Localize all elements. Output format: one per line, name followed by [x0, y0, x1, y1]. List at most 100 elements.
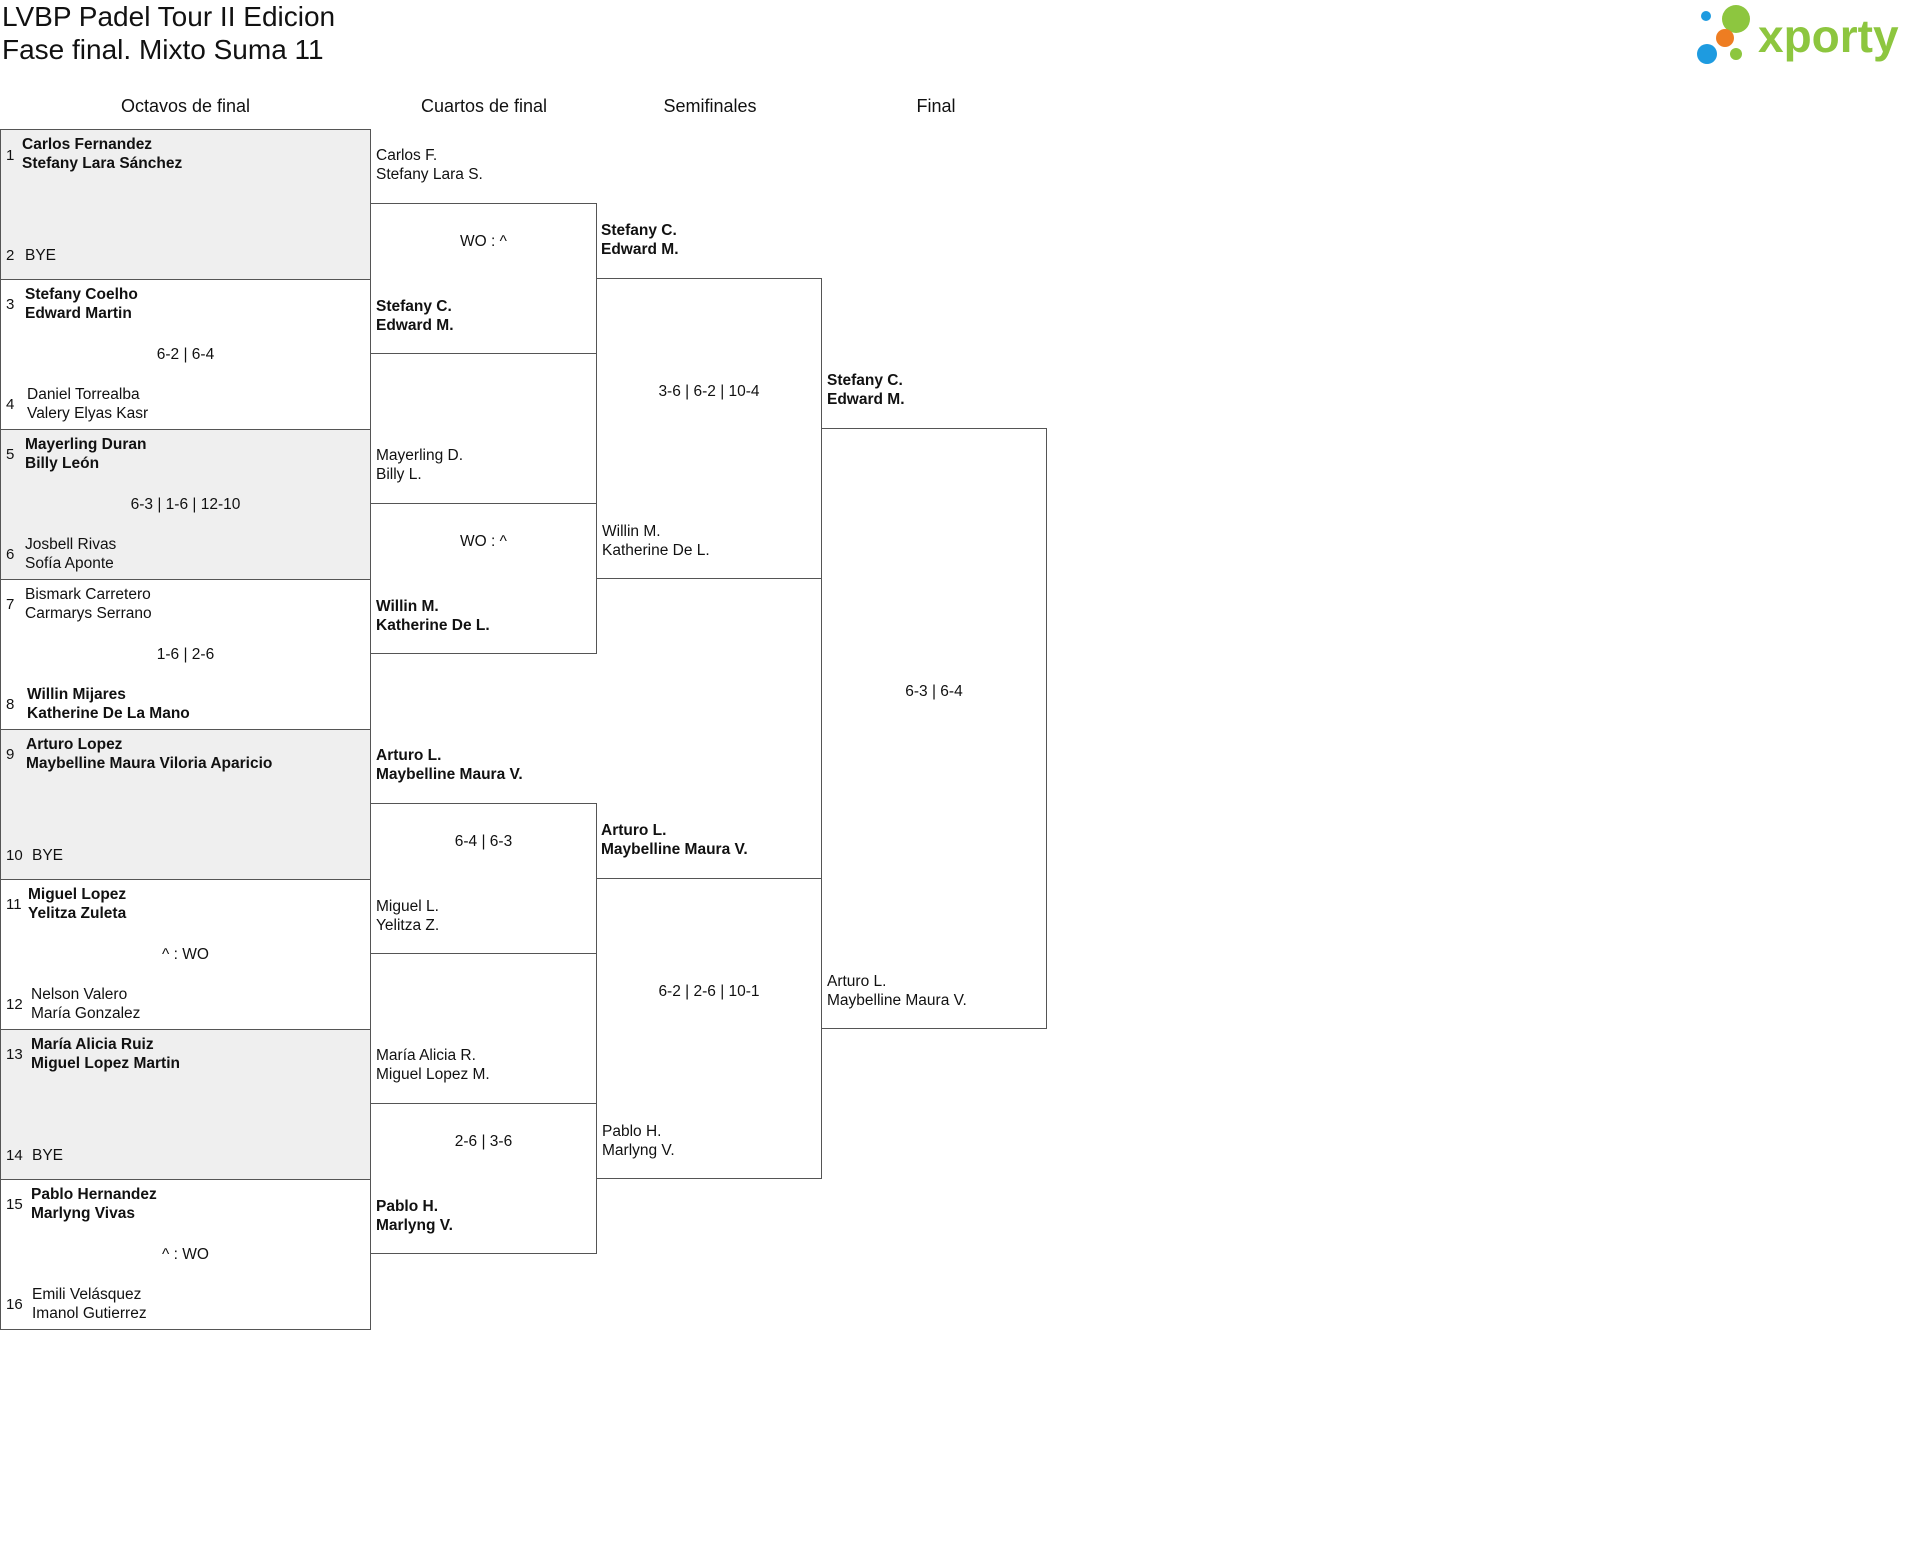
- team-player: Katherine De L.: [602, 542, 710, 559]
- team-player: Miguel Lopez Martin: [31, 1055, 180, 1072]
- team-player: Billy L.: [376, 466, 422, 483]
- seed-number: 15: [6, 1196, 23, 1213]
- logo-dot-orange: [1716, 29, 1734, 47]
- team-player: Miguel Lopez: [28, 886, 127, 903]
- team-player: Pablo H.: [602, 1123, 662, 1140]
- team-player: Stefany Coelho: [25, 286, 138, 303]
- logo-dot-blue: [1697, 44, 1717, 64]
- team-player: Bismark Carretero: [25, 586, 151, 603]
- r16-match: 15 Pablo Hernandez Marlyng Vivas ^ : WO …: [0, 1179, 371, 1330]
- match-score: 6-2 | 2-6 | 10-1: [658, 983, 760, 1000]
- final-match-bracket: 6-3 | 6-4 Arturo L. Maybelline Maura V.: [821, 428, 1047, 1029]
- seed-number: 7: [6, 596, 15, 613]
- seed-number: 12: [6, 996, 23, 1013]
- seed-number: 4: [6, 396, 15, 413]
- logo-dot-green-small: [1730, 48, 1742, 60]
- sf-match-bracket: 3-6 | 6-2 | 10-4 Willin M. Katherine De …: [596, 278, 822, 579]
- seed-number: 3: [6, 296, 15, 313]
- logo-dot-blue-small: [1701, 11, 1711, 21]
- seed-number: 11: [6, 896, 22, 913]
- team-player: Katherine De L.: [376, 617, 490, 634]
- r16-match: 7 Bismark Carretero Carmarys Serrano 1-6…: [0, 579, 371, 730]
- team-player: Sofía Aponte: [25, 555, 114, 572]
- team-player: Willin Mijares: [27, 686, 126, 703]
- r16-match: 1 Carlos Fernandez Stefany Lara Sánchez …: [0, 129, 371, 280]
- round-header-qf: Cuartos de final: [420, 96, 548, 116]
- team-player: María Alicia Ruiz: [31, 1036, 154, 1053]
- team-player: Nelson Valero: [31, 986, 128, 1003]
- round-header-r16: Octavos de final: [120, 96, 251, 116]
- team-player: Edward M.: [376, 317, 454, 334]
- team-player: Marlyng Vivas: [31, 1205, 135, 1222]
- match-score: 6-4 | 6-3: [454, 833, 513, 850]
- team-player: Yelitza Z.: [376, 917, 440, 934]
- match-score: WO : ^: [460, 533, 507, 550]
- match-score: 6-2 | 6-4: [156, 346, 215, 363]
- page-subtitle: Fase final. Mixto Suma 11: [2, 34, 324, 65]
- qf-match-bracket: 2-6 | 3-6 Pablo H. Marlyng V.: [370, 1103, 597, 1254]
- team-player: Miguel Lopez M.: [376, 1066, 490, 1083]
- seed-number: 5: [6, 446, 15, 463]
- logo-dot-green: [1722, 5, 1750, 33]
- match-score: 1-6 | 2-6: [156, 646, 215, 663]
- match-score: 2-6 | 3-6: [454, 1133, 513, 1150]
- team-player: Arturo L.: [376, 747, 442, 764]
- team-player: Arturo Lopez: [26, 736, 123, 753]
- team-player: Emili Velásquez: [32, 1286, 142, 1303]
- team-player: Stefany C.: [827, 372, 903, 389]
- team-player: Maybelline Maura V.: [827, 992, 967, 1009]
- seed-number: 9: [6, 746, 15, 763]
- seed-number: 2: [6, 247, 15, 264]
- team-player: Marlyng V.: [602, 1142, 675, 1159]
- team-player: Maybelline Maura V.: [376, 766, 523, 783]
- team-player: Billy León: [25, 455, 100, 472]
- team-player: María Alicia R.: [376, 1047, 476, 1064]
- team-player: Stefany Lara Sánchez: [22, 155, 183, 172]
- team-player: Willin M.: [602, 523, 661, 540]
- r16-match: 9 Arturo Lopez Maybelline Maura Viloria …: [0, 729, 371, 880]
- team-player: Maybelline Maura V.: [601, 841, 748, 858]
- round-header-final: Final: [916, 96, 956, 116]
- team-player: BYE: [32, 1147, 64, 1164]
- team-player: Edward M.: [601, 241, 679, 258]
- team-player: Carlos Fernandez: [22, 136, 153, 153]
- team-player: Mayerling D.: [376, 447, 463, 464]
- team-player: Josbell Rivas: [25, 536, 117, 553]
- team-player: BYE: [25, 247, 57, 264]
- team-player: Maybelline Maura Viloria Aparicio: [26, 755, 273, 772]
- seed-number: 6: [6, 546, 15, 563]
- team-player: Katherine De La Mano: [27, 705, 190, 722]
- seed-number: 1: [6, 147, 15, 164]
- match-score: 3-6 | 6-2 | 10-4: [658, 383, 760, 400]
- team-player: Edward M.: [827, 391, 905, 408]
- team-player: Pablo Hernandez: [31, 1186, 157, 1203]
- team-player: Stefany Lara S.: [376, 166, 483, 183]
- team-player: Carmarys Serrano: [25, 605, 152, 622]
- match-score: 6-3 | 1-6 | 12-10: [130, 496, 241, 513]
- match-score: WO : ^: [460, 233, 507, 250]
- r16-match: 13 María Alicia Ruiz Miguel Lopez Martin…: [0, 1029, 371, 1180]
- team-player: Arturo L.: [827, 973, 887, 990]
- qf-match-bracket: WO : ^ Stefany C. Edward M.: [370, 203, 597, 354]
- team-player: Stefany C.: [601, 222, 677, 239]
- r16-match: 11 Miguel Lopez Yelitza Zuleta ^ : WO 12…: [0, 879, 371, 1030]
- r16-match: 5 Mayerling Duran Billy León 6-3 | 1-6 |…: [0, 429, 371, 580]
- sf-match-bracket: 6-2 | 2-6 | 10-1 Pablo H. Marlyng V.: [596, 878, 822, 1179]
- seed-number: 14: [6, 1147, 23, 1164]
- qf-match-bracket: WO : ^ Willin M. Katherine De L.: [370, 503, 597, 654]
- team-player: Yelitza Zuleta: [28, 905, 127, 922]
- r16-match: 3 Stefany Coelho Edward Martin 6-2 | 6-4…: [0, 279, 371, 430]
- team-player: Pablo H.: [376, 1198, 439, 1215]
- team-player: Arturo L.: [601, 822, 667, 839]
- seed-number: 10: [6, 847, 23, 864]
- logo-text: xporty: [1758, 10, 1899, 62]
- seed-number: 8: [6, 696, 15, 713]
- team-player: Stefany C.: [376, 298, 452, 315]
- seed-number: 16: [6, 1296, 23, 1313]
- match-score: ^ : WO: [162, 1246, 209, 1263]
- team-player: Willin M.: [376, 598, 439, 615]
- qf-match-bracket: 6-4 | 6-3 Miguel L. Yelitza Z.: [370, 803, 597, 954]
- team-player: Edward Martin: [25, 305, 132, 322]
- team-player: Daniel Torrealba: [27, 386, 140, 403]
- round-header-sf: Semifinales: [663, 96, 757, 116]
